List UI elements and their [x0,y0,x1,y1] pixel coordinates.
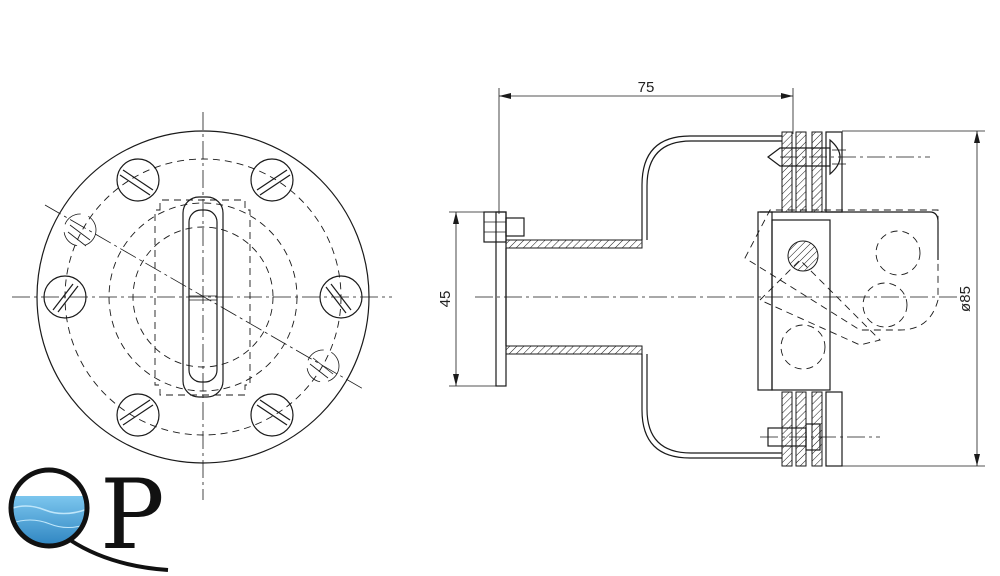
bolt-icon [250,158,294,202]
flange-plate-bottom-3 [811,391,823,467]
flange-plate-bottom-1 [781,391,793,467]
logo-q-ring [8,467,90,549]
bolt-icon [116,393,160,437]
screw-icon [767,138,846,176]
flange-plate-bottom-4 [825,391,843,467]
bolt-icon [250,393,294,437]
hidden-linkage [759,259,881,346]
inner-dashed-circle [108,202,298,392]
logo-q-tail [68,538,169,572]
small-bolt-icon [63,213,97,247]
housing-top [641,135,782,240]
diagonal-centerline [44,204,366,391]
hidden-body-outline [154,199,251,396]
housing-top-inner [646,140,782,240]
flange-plate-bottom-2 [795,391,807,467]
hidden-circle-1 [875,230,921,276]
logo-p-letter: P [100,459,165,571]
flange-plate-top-2 [795,131,807,213]
bolt-icon [319,275,363,319]
section-view: 75 45 ø85 [437,79,985,467]
dimension-diameter: ø85 [842,130,985,467]
hidden-circle-2 [862,282,908,328]
front-view [12,112,392,500]
valve-body [771,219,831,391]
screw-icon [767,423,821,451]
handle-slot [182,196,224,398]
bolt-icon [43,275,87,319]
qp-logo: P [8,459,169,572]
outer-flange-circle [36,130,370,464]
flange-plate-top-1 [781,131,793,213]
dimension-diameter-label: ø85 [957,286,974,312]
dimension-length-label: 75 [638,79,655,96]
hidden-circle-3 [780,324,826,370]
flap-swing-position [744,209,939,331]
dimension-length: 75 [498,79,794,214]
housing-bottom [641,354,782,459]
bolt-icon [116,158,160,202]
dimension-height-label: 45 [437,291,454,308]
flange-plate-top-3 [811,131,823,213]
pipe-wall-bottom [505,345,643,355]
dimension-height: 45 [437,211,496,387]
valve-bracket-top [760,211,939,260]
flange-bolts [43,158,363,437]
valve-body-left [757,211,773,391]
pivot-pin [787,240,819,272]
small-bolt-icon [306,349,340,383]
nozzle-flange [495,211,507,387]
nut-icon [483,211,525,243]
pipe-wall-top [505,239,643,249]
housing-bottom-inner [646,354,782,454]
inner-small-dashed-circle [132,226,274,368]
